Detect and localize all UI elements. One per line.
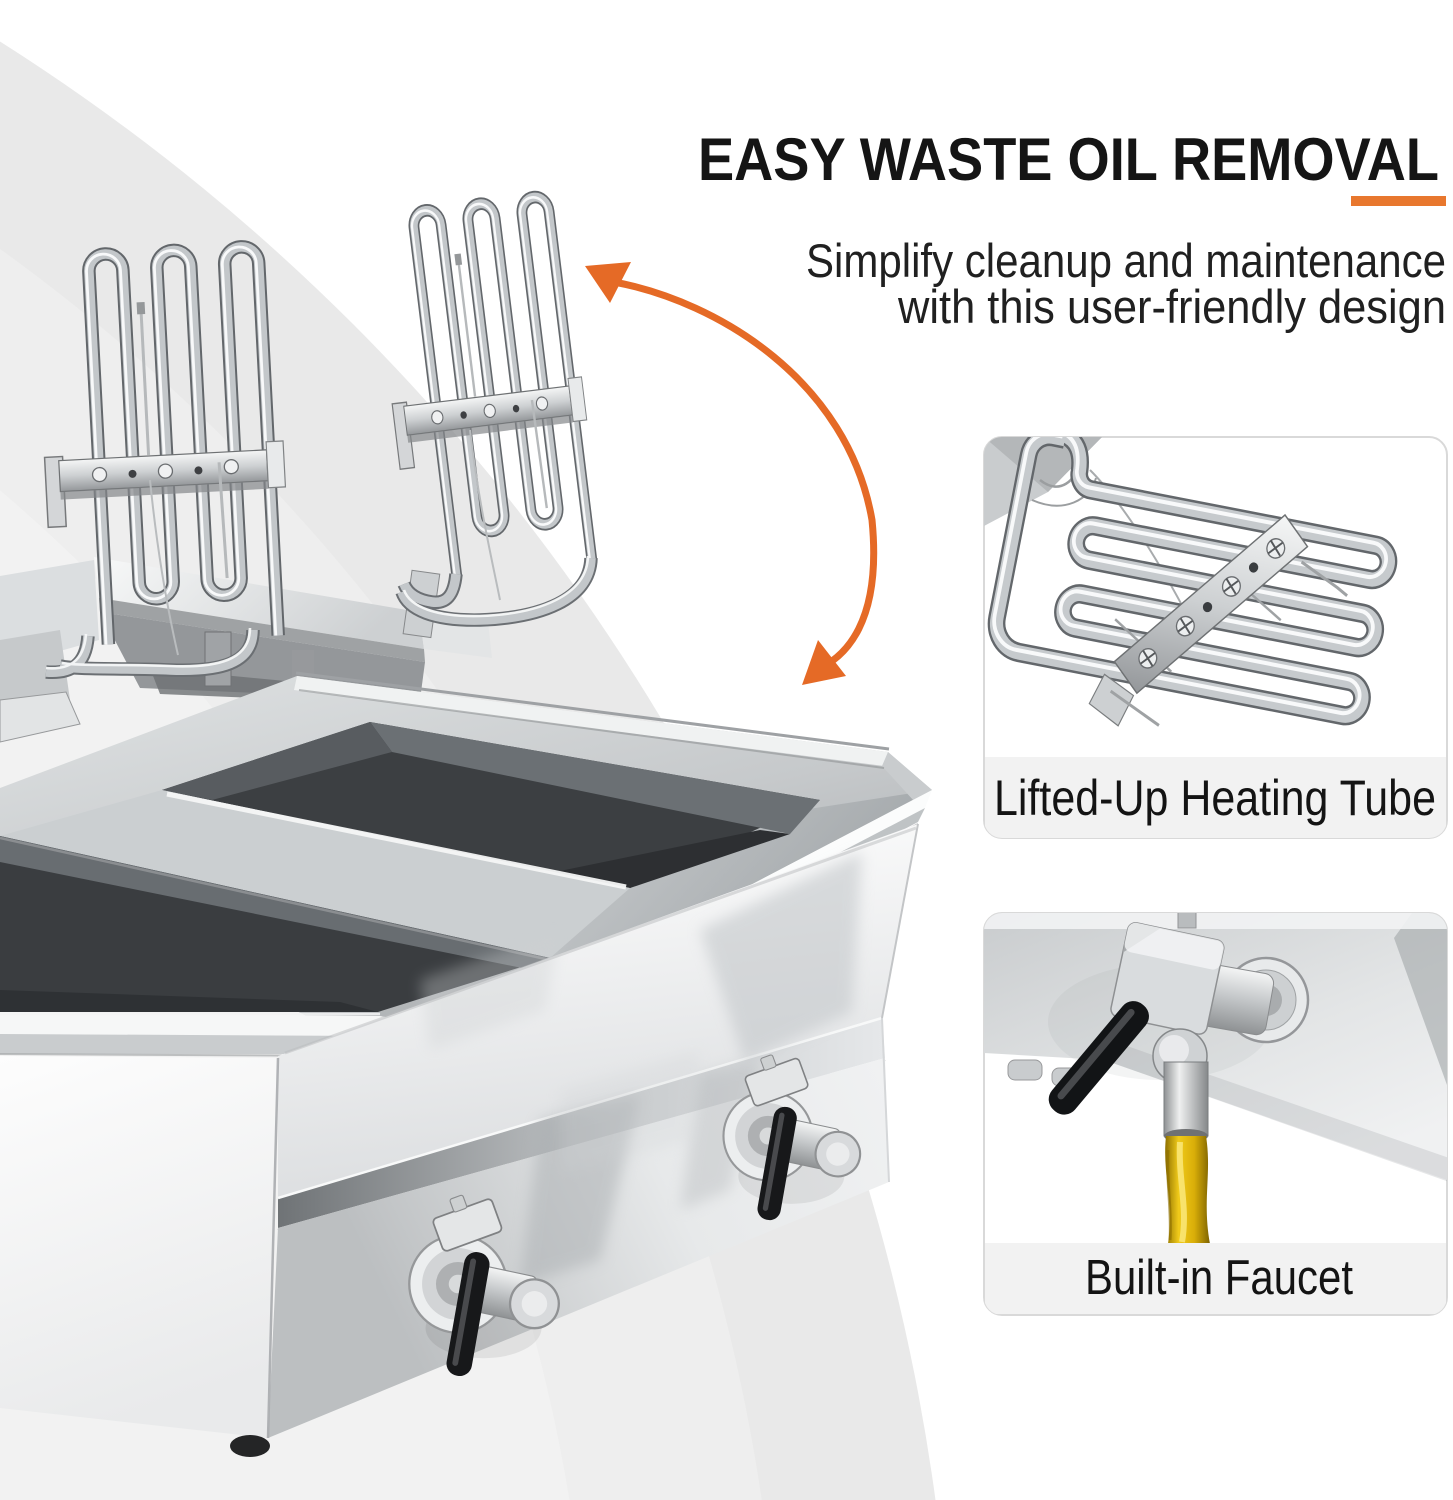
svg-text:Built-in Faucet: Built-in Faucet: [1085, 1251, 1353, 1305]
svg-text:with this user-friendly design: with this user-friendly design: [897, 280, 1446, 333]
svg-text:EASY WASTE OIL REMOVAL: EASY WASTE OIL REMOVAL: [698, 126, 1439, 193]
svg-text:Lifted-Up Heating Tube: Lifted-Up Heating Tube: [994, 770, 1436, 826]
svg-text:Simplify cleanup and maintenan: Simplify cleanup and maintenance: [806, 234, 1446, 287]
